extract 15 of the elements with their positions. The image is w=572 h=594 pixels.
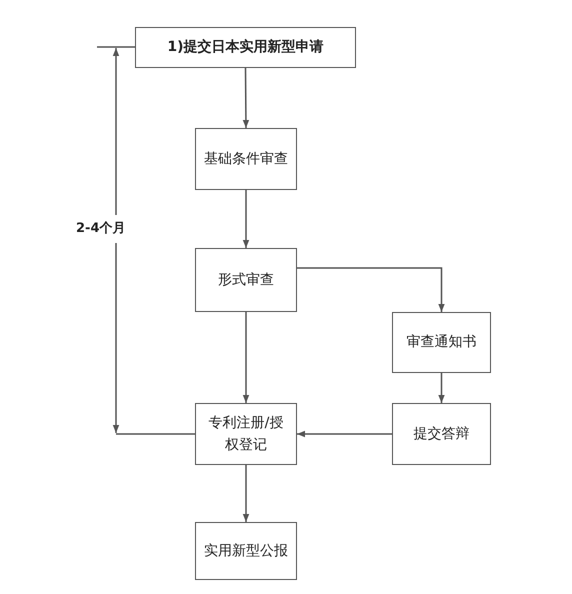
duration-label: 2-4个月 xyxy=(76,219,126,237)
process-box: 实用新型公报 xyxy=(195,522,297,580)
arrow xyxy=(242,68,250,128)
arrow xyxy=(438,373,445,403)
process-box: 专利注册/授权登记 xyxy=(195,403,297,465)
arrow xyxy=(242,312,250,403)
process-box: 基础条件审查 xyxy=(195,128,297,190)
process-box: 提交答辩 xyxy=(392,403,491,465)
process-box: 审查通知书 xyxy=(392,312,491,373)
arrow xyxy=(297,430,392,438)
arrow xyxy=(297,267,445,312)
process-box: 1)提交日本实用新型申请 xyxy=(135,27,356,68)
arrow xyxy=(242,190,250,248)
process-box: 形式审查 xyxy=(195,248,297,312)
arrow xyxy=(242,465,250,522)
